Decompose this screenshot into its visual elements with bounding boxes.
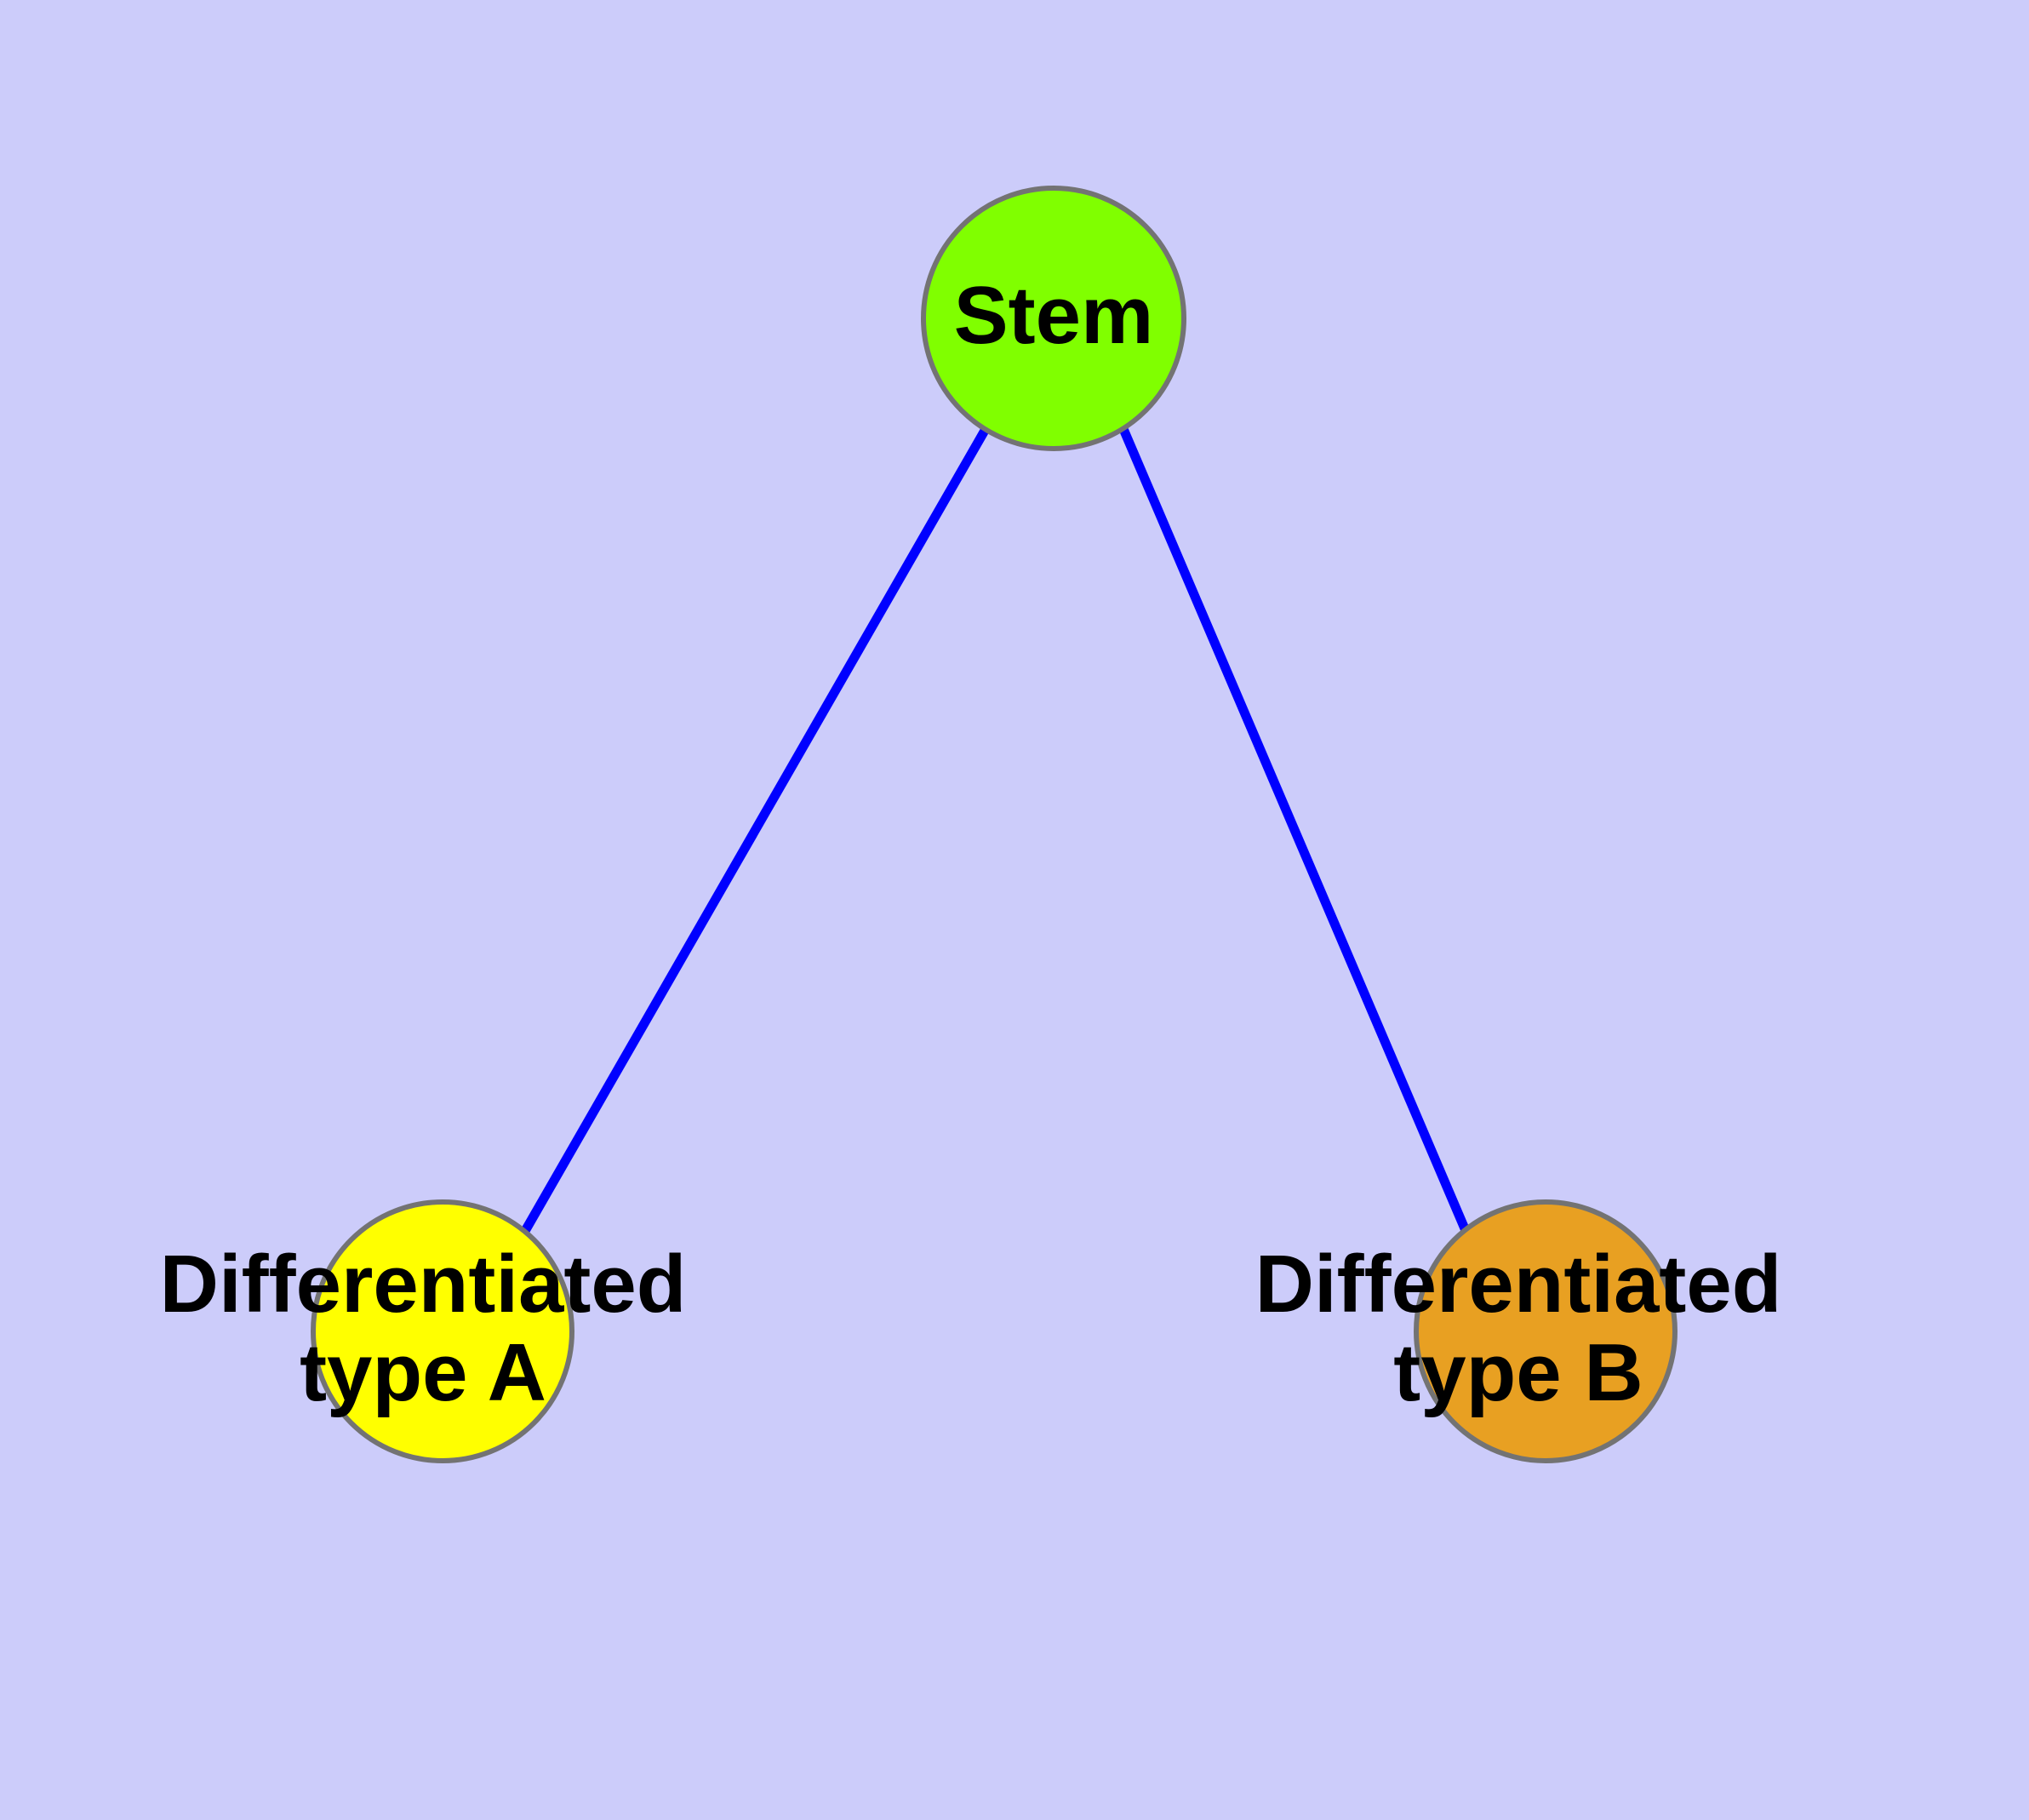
graph-node-stem[interactable] xyxy=(921,186,1186,451)
graph-edge-stem-to-diff-a[interactable] xyxy=(521,426,990,1233)
node-label-line: type A xyxy=(300,1327,546,1418)
node-label-line: type B xyxy=(1393,1327,1643,1418)
graph-node-diff_b[interactable] xyxy=(1414,1199,1677,1463)
node-label-line: Differentiated xyxy=(160,1239,687,1330)
node-label-line: Differentiated xyxy=(1255,1239,1782,1330)
node-label-stem: Stem xyxy=(954,270,1154,361)
nodes-group xyxy=(311,186,1677,1463)
edges-group xyxy=(521,426,1472,1235)
graph-node-diff_a[interactable] xyxy=(311,1199,574,1463)
node-label-line: Stem xyxy=(954,270,1154,361)
graph-edge-stem-to-diff-b[interactable] xyxy=(1118,426,1472,1235)
